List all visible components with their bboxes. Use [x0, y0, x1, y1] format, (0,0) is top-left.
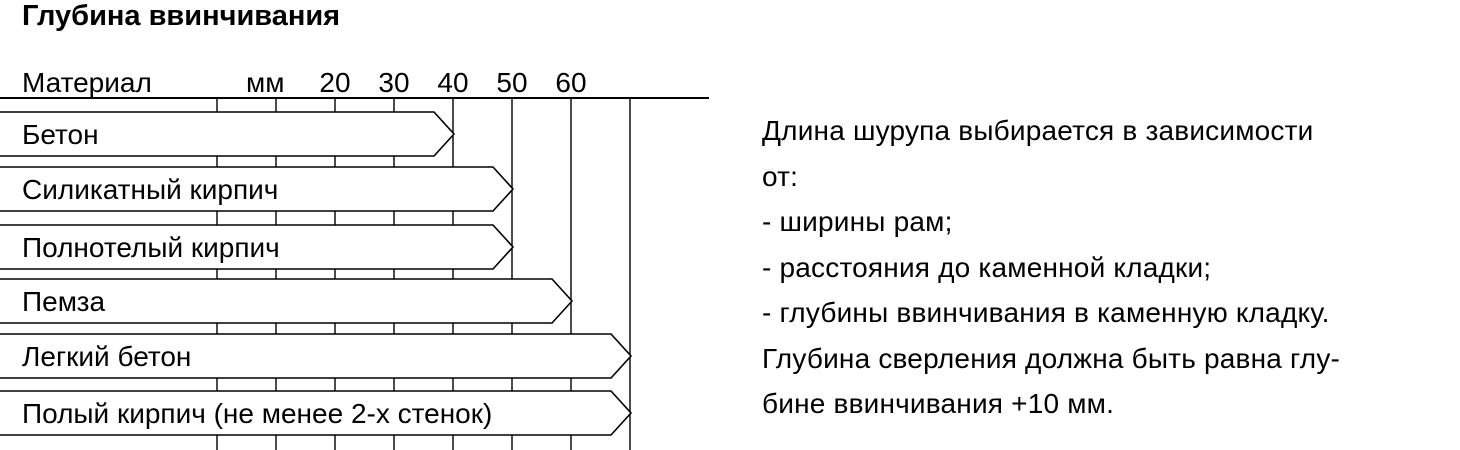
- description-text: Длина шурупа выбирается в зависимости от…: [762, 108, 1460, 427]
- description-line: - ширины рам;: [762, 206, 953, 237]
- description-line: - расстояния до каменной кладки;: [762, 251, 1212, 283]
- scale-tick-label: 40: [437, 67, 468, 98]
- material-bar: Легкий бетон: [0, 333, 633, 379]
- description-line: - глубины ввинчивания в каменную кладку.: [762, 297, 1330, 328]
- material-bar: Полнотелый кирпич: [0, 224, 515, 270]
- page-title: Глубина ввинчивания: [22, 0, 341, 32]
- material-label: Силикатный кирпич: [22, 174, 278, 205]
- material-header: Материал: [22, 67, 152, 98]
- description-line: бине ввинчивания +10 мм.: [762, 388, 1115, 419]
- unit-label: мм: [246, 67, 285, 98]
- material-bar-arrow: [0, 224, 515, 270]
- material-bar-arrow: [0, 333, 633, 379]
- scale-tick-label: 60: [555, 67, 586, 98]
- material-bar-arrow: [0, 390, 633, 436]
- material-bar: Бетон: [0, 111, 456, 157]
- description-line: Глубина сверления должна быть равна глу-: [762, 342, 1341, 374]
- scale-tick-label: 50: [496, 67, 527, 98]
- material-label: Пемза: [22, 286, 105, 317]
- material-bar: Пемза: [0, 278, 574, 324]
- material-label: Легкий бетон: [22, 341, 191, 372]
- scale-tick-label: 20: [319, 67, 350, 98]
- material-bar-arrow: [0, 166, 515, 212]
- scale-tick-label: 30: [378, 67, 409, 98]
- scale-tick-labels: 20 30 40 50 60: [319, 67, 586, 98]
- material-bar: Силикатный кирпич: [0, 166, 515, 212]
- description-line: Длина шурупа выбирается в зависимости: [762, 115, 1314, 146]
- material-bar-arrow: [0, 278, 574, 324]
- description-line: от:: [762, 160, 799, 192]
- material-bar: Полый кирпич (не менее 2-х стенок): [0, 390, 633, 436]
- material-label: Бетон: [22, 119, 99, 150]
- material-label: Полый кирпич (не менее 2-х стенок): [22, 398, 492, 429]
- material-bar-arrow: [0, 111, 456, 157]
- material-label: Полнотелый кирпич: [22, 232, 280, 263]
